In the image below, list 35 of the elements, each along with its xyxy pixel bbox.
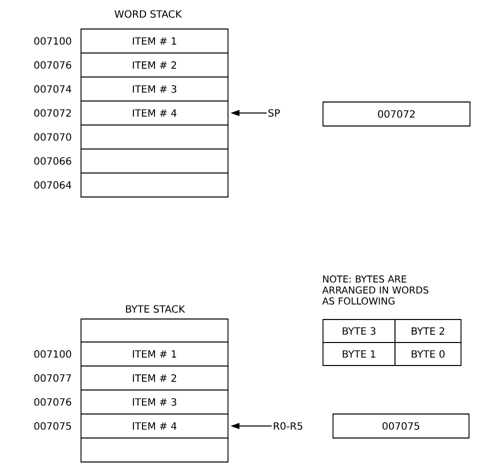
stack-cell	[80, 172, 228, 198]
stack-cell: ITEM # 3	[80, 390, 228, 414]
address-label: 007100	[34, 350, 72, 358]
stack-cell: BYTE 1	[322, 342, 396, 366]
stack-cell: ITEM # 1	[80, 342, 228, 366]
address-label: 007100	[34, 37, 72, 45]
stack-cell: ITEM # 3	[80, 76, 228, 102]
address-label: 007072	[34, 109, 71, 117]
stack-title: BYTE STACK	[126, 305, 186, 313]
stack-cell	[80, 124, 228, 150]
address-label: 007077	[34, 374, 71, 382]
note-text: NOTE: BYTES ARE ARRANGED IN WORDS AS FOLLOWING	[322, 275, 428, 305]
register-box: 007072	[322, 102, 470, 126]
stack-cell: ITEM # 4	[80, 414, 228, 438]
register-box: 007075	[332, 414, 470, 438]
stack-cell	[80, 148, 228, 174]
stack-title: WORD STACK	[114, 10, 182, 18]
stack-cell	[80, 318, 228, 342]
stack-cell: ITEM # 2	[80, 52, 228, 78]
address-label: 007066	[34, 157, 72, 165]
stack-cell: ITEM # 1	[80, 28, 228, 54]
address-label: 007070	[34, 133, 72, 141]
stack-cell	[80, 438, 228, 462]
stack-cell: ITEM # 2	[80, 366, 228, 390]
stack-cell: ITEM # 4	[80, 100, 228, 126]
pointer-label: SP	[268, 109, 280, 117]
stack-cell: BYTE 0	[394, 342, 462, 366]
address-label: 007064	[34, 181, 72, 189]
address-label: 007076	[34, 61, 72, 69]
pointer-label: R0-R5	[274, 422, 302, 430]
stack-cell: BYTE 2	[394, 319, 462, 343]
address-label: 007075	[34, 422, 71, 430]
address-label: 007076	[34, 398, 72, 406]
address-label: 007074	[34, 85, 72, 93]
stack-cell: BYTE 3	[322, 319, 396, 343]
